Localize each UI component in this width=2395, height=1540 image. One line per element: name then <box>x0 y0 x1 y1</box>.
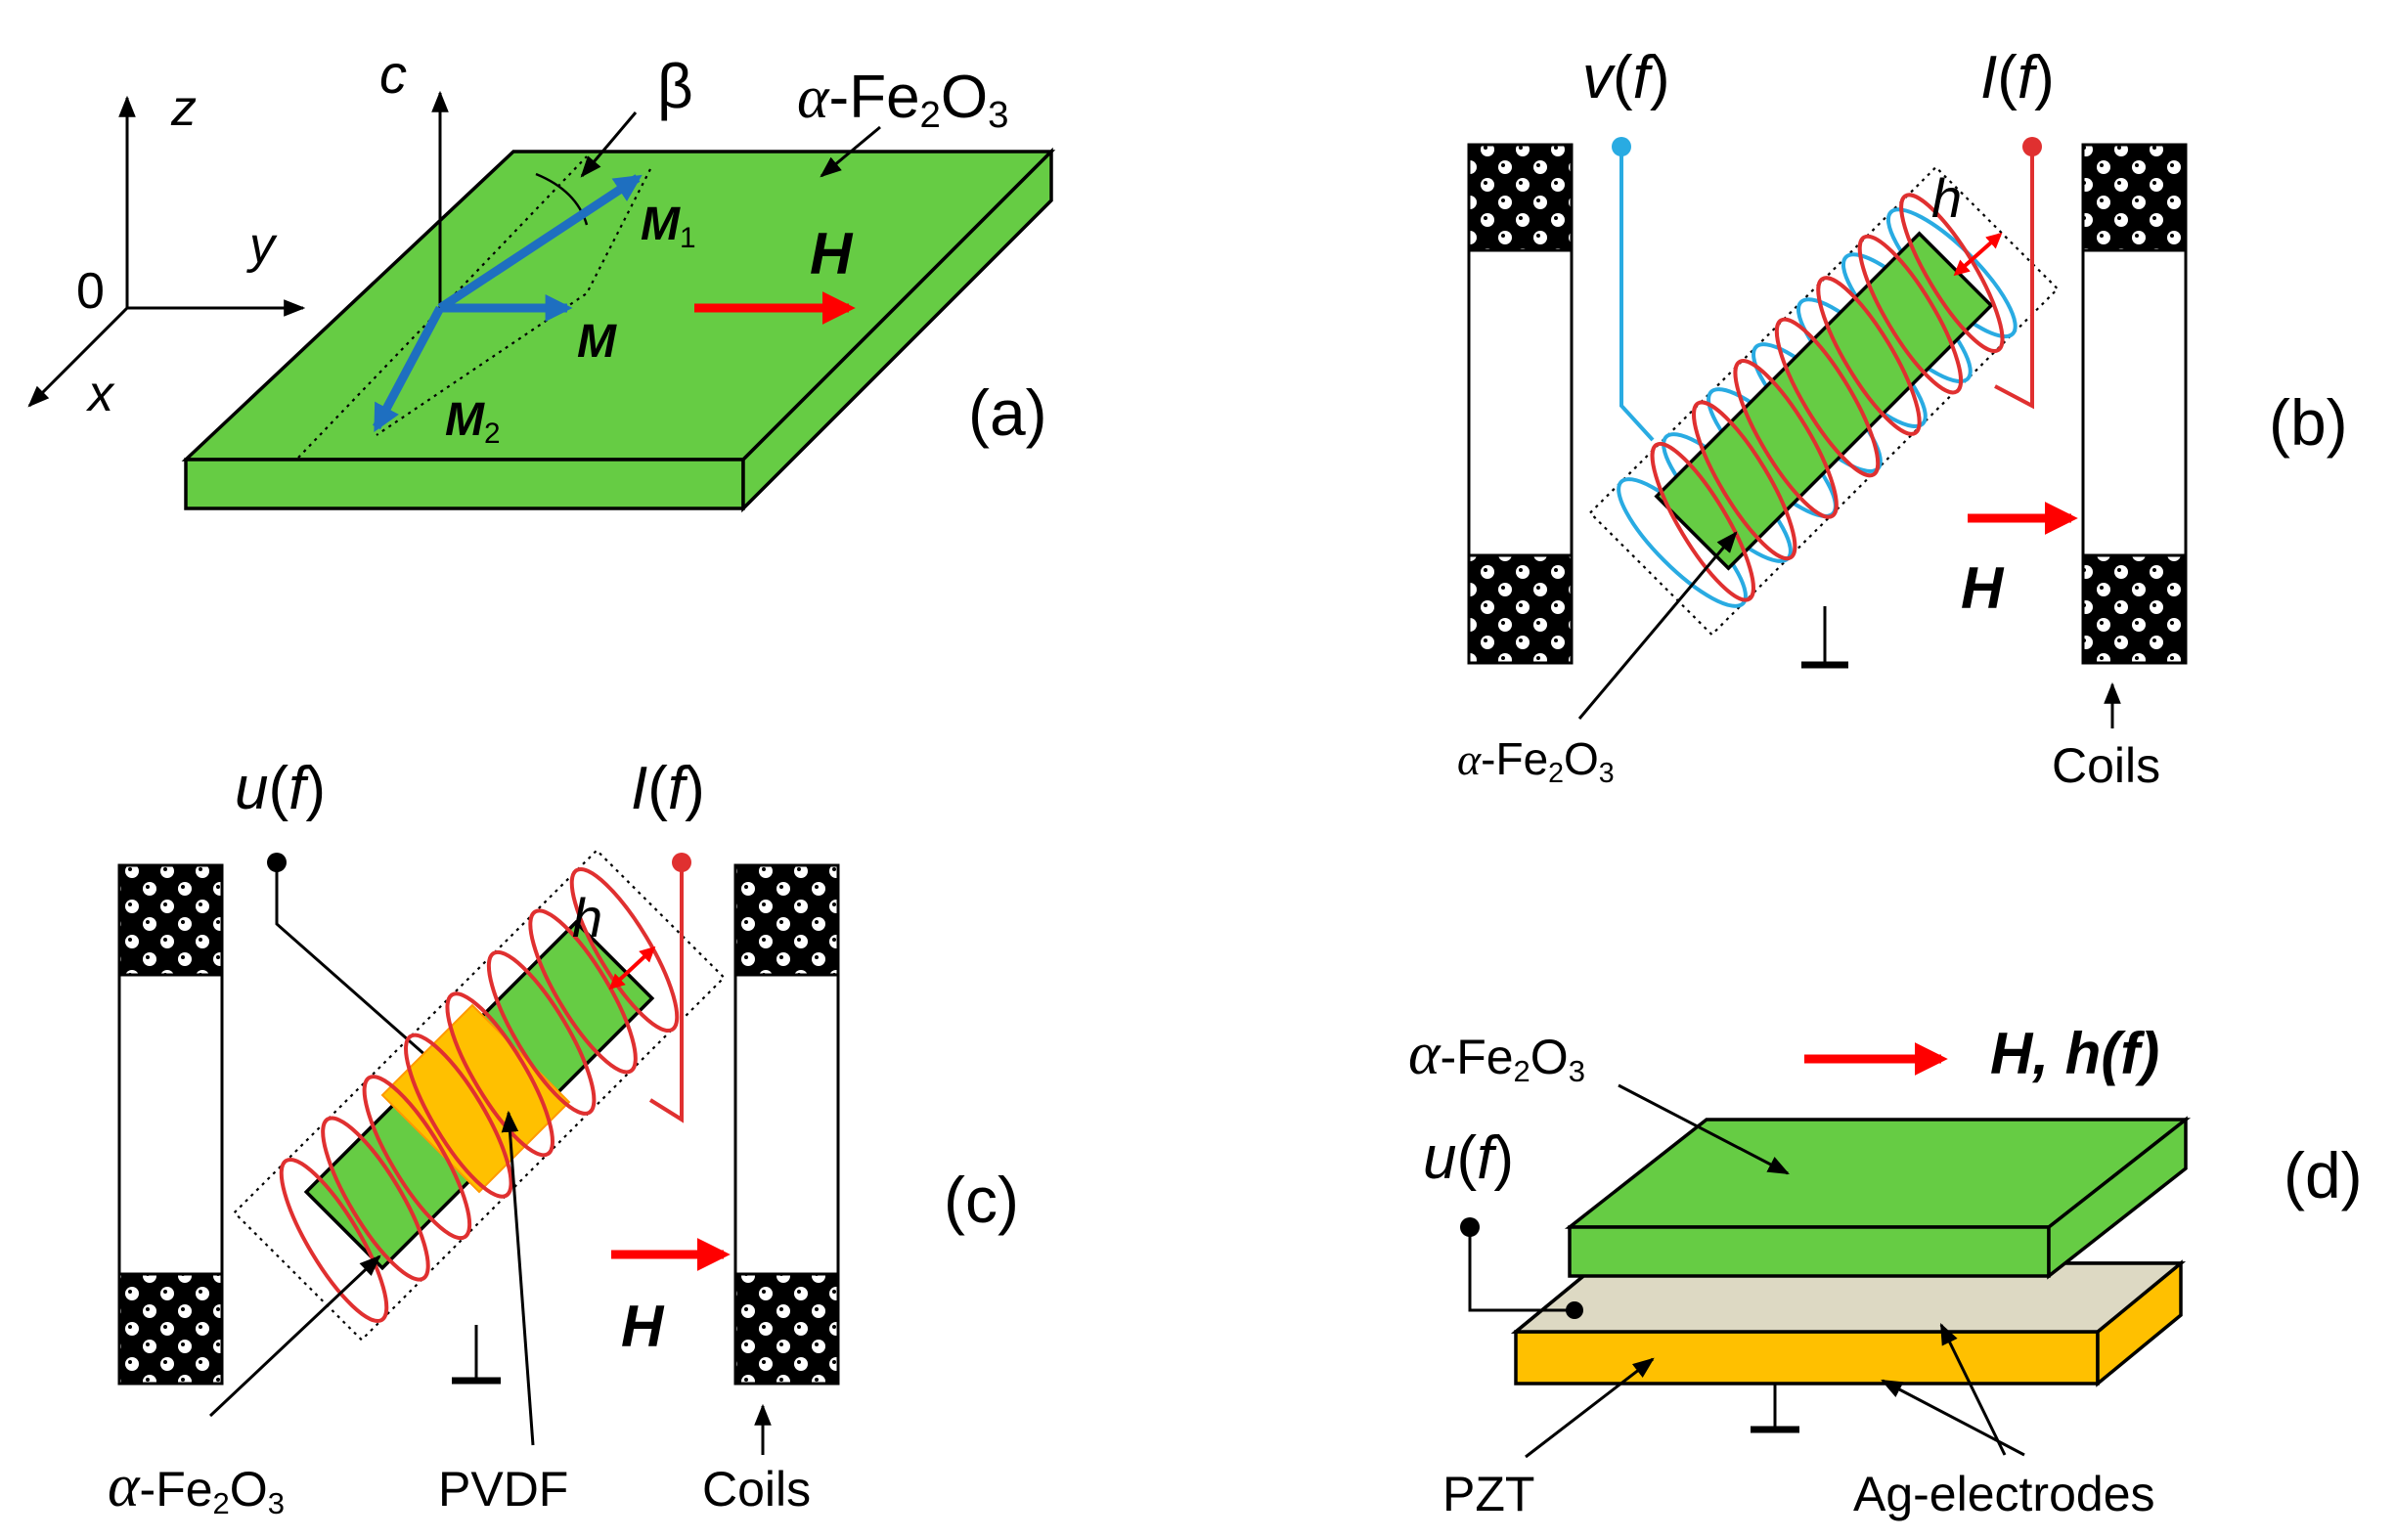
material-label: α-Fe2O3 <box>108 1453 285 1520</box>
axis-origin-label: 0 <box>76 263 105 320</box>
left-coil <box>1467 143 1574 665</box>
material-label: α-Fe2O3 <box>1457 733 1615 789</box>
panel-a-label: (a) <box>968 376 1047 449</box>
beta-pointer-arrow <box>580 111 638 178</box>
coil-winding-top <box>2081 143 2188 252</box>
m-label: M <box>577 316 617 368</box>
material-pointer-arrow <box>1618 1083 1790 1175</box>
voltage-lead <box>1468 1227 1574 1312</box>
field-label: H <box>810 221 854 286</box>
axis-z-label: z <box>170 80 197 137</box>
pvdf-label: PVDF <box>438 1462 568 1517</box>
ac-field-label: h <box>572 887 602 948</box>
ferrite-side <box>2047 1116 2188 1280</box>
electrodes-label: Ag-electrodes <box>1853 1467 2155 1521</box>
electrode-pointer-arrow-2 <box>1881 1379 2025 1457</box>
panel-c-label: (c) <box>944 1164 1019 1236</box>
material-label: α-Fe2O3 <box>1408 1021 1585 1088</box>
current-label: I(f) <box>1980 44 2055 111</box>
beta-angle-arc <box>535 172 589 226</box>
coil-winding-bottom <box>1467 553 1574 665</box>
m1-label: M1 <box>641 198 696 254</box>
sample-assembly <box>233 849 726 1342</box>
ferrite-slab-front <box>184 458 745 510</box>
pzt-front <box>1514 1330 2100 1386</box>
coils-label: Coils <box>2052 738 2160 793</box>
ac-field-arrow <box>1953 232 2003 277</box>
winding-envelope <box>1588 165 2060 637</box>
sample-assembly <box>1588 165 2060 637</box>
ac-field-label: h <box>1931 167 1962 229</box>
coil-winding-bottom <box>2081 553 2188 665</box>
voltage-lead <box>275 862 461 1087</box>
c-axis-label: c <box>379 43 407 105</box>
panel-d-label: (d) <box>2284 1139 2363 1211</box>
m2-label: M2 <box>445 394 501 450</box>
coil-winding-bottom <box>733 1272 840 1386</box>
field-label: H <box>1961 555 2005 621</box>
coil-winding-top <box>733 863 840 977</box>
voltage-label: v(f) <box>1582 44 1670 111</box>
panel-c: u(f) I(f) h H α-Fe2O3 PVDF Coils (c) <box>108 755 1019 1520</box>
ac-field-arrow <box>608 946 656 990</box>
electrode-pointer-arrow-1 <box>1939 1323 2007 1456</box>
electrode-contact <box>1566 1301 1583 1319</box>
ferrite-slab-side <box>741 147 1053 513</box>
pzt-label: PZT <box>1442 1467 1534 1521</box>
coils-label: Coils <box>702 1462 811 1517</box>
material-label: α-Fe2O3 <box>797 64 1009 136</box>
coil-winding-bottom <box>117 1272 224 1386</box>
material-pointer-arrow <box>208 1254 381 1418</box>
coordinate-axes: z y x 0 <box>27 80 306 422</box>
current-label: I(f) <box>631 755 705 822</box>
current-terminal <box>672 853 691 872</box>
voltage-label: u(f) <box>235 755 326 822</box>
winding-envelope <box>233 849 726 1342</box>
panel-b-label: (b) <box>2269 386 2348 459</box>
field-label: H <box>621 1294 665 1359</box>
axis-x-label: x <box>85 366 115 422</box>
current-terminal <box>2022 137 2042 156</box>
coil-winding-top <box>1467 143 1574 252</box>
panel-b: v(f) I(f) h H α-Fe2O3 Coils (b) <box>1457 44 2348 793</box>
left-coil <box>117 863 224 1386</box>
voltage-lead <box>1619 147 1655 442</box>
voltage-terminal <box>1460 1217 1480 1237</box>
ag-electrode <box>1511 1261 2186 1334</box>
ferrite-front <box>1568 1225 2051 1278</box>
current-lead <box>1994 147 2034 410</box>
field-label: H, h(f) <box>1990 1021 2159 1086</box>
panel-d: u(f) H, h(f) α-Fe2O3 PZT Ag-electrodes (… <box>1408 1021 2363 1521</box>
current-lead <box>648 862 684 1123</box>
coil-winding-top <box>117 863 224 977</box>
beta-label: β <box>657 51 693 121</box>
drive-coil <box>279 866 680 1324</box>
right-coil <box>2081 143 2188 665</box>
m1-vector <box>437 174 643 312</box>
material-pointer-arrow <box>1577 531 1738 720</box>
m2-vector <box>373 305 444 432</box>
material-pointer-arrow <box>820 125 881 178</box>
pzt-pointer-arrow <box>1525 1357 1655 1459</box>
x-axis <box>27 306 129 408</box>
panel-a: z y x 0 c β M1 M M2 H α-Fe2O3 (a) <box>27 43 1056 513</box>
voltage-label: u(f) <box>1423 1124 1514 1192</box>
voltage-terminal <box>267 853 287 872</box>
axis-y-label: y <box>246 217 278 274</box>
voltage-terminal <box>1612 137 1631 156</box>
right-coil <box>733 863 840 1386</box>
pvdf-pointer-arrow <box>501 1110 535 1446</box>
